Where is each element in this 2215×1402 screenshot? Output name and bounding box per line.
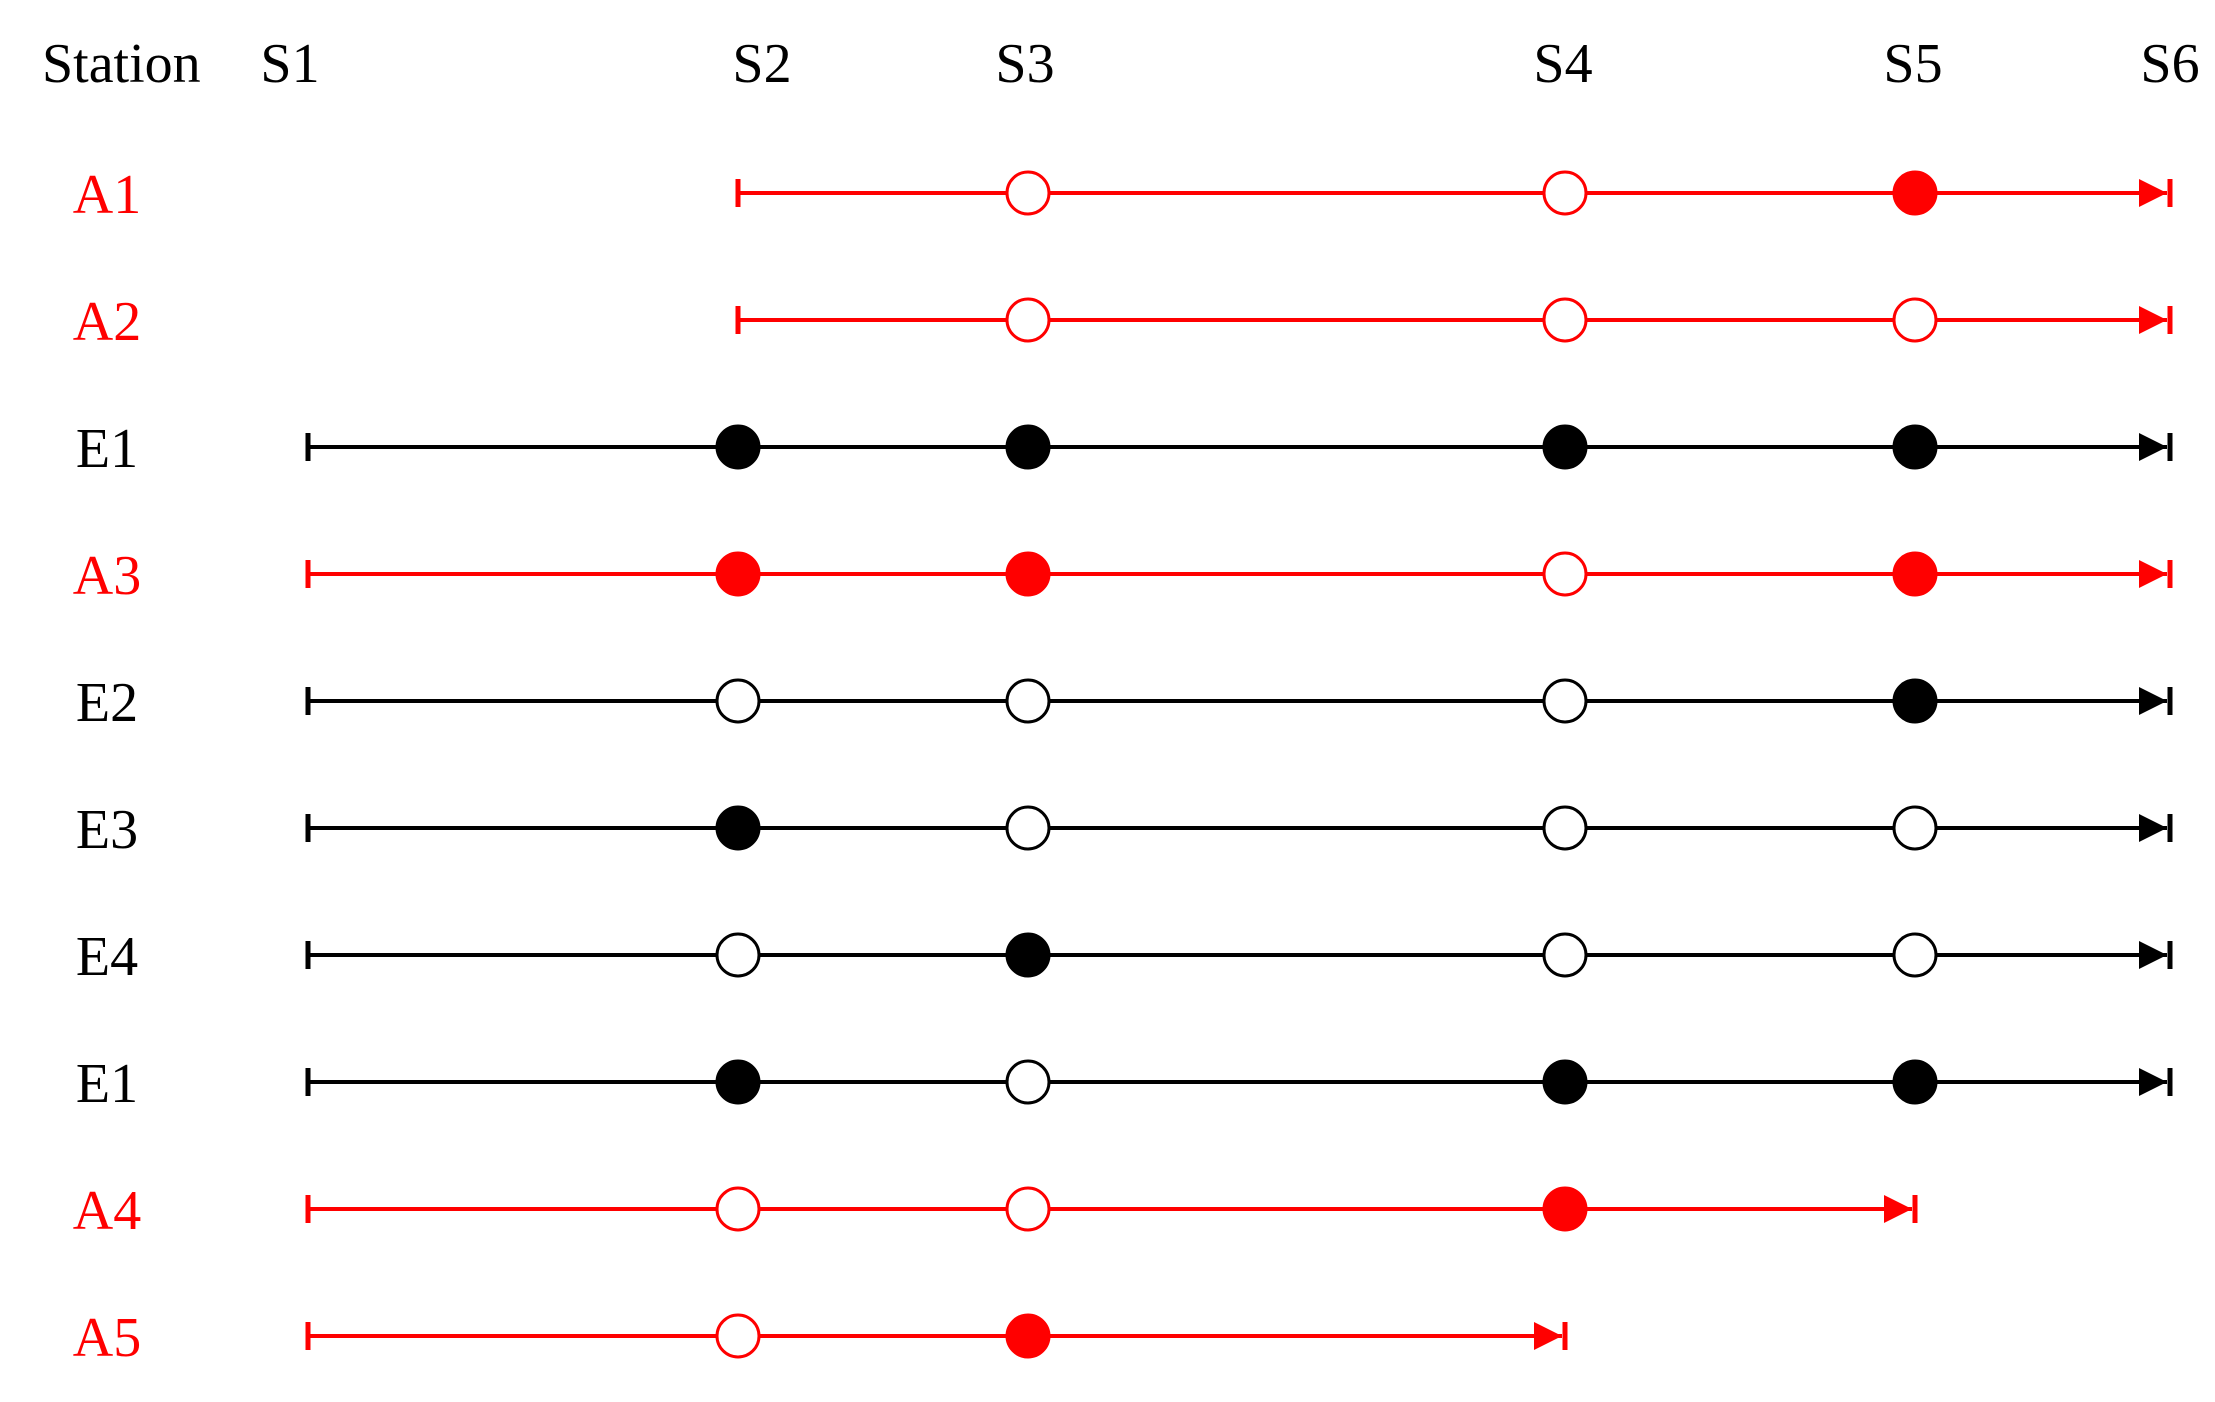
- train-label: A1: [73, 164, 141, 226]
- station-label-s4: S4: [1533, 33, 1592, 95]
- stop-filled: [1542, 1186, 1588, 1232]
- train-label: A2: [73, 291, 141, 353]
- stop-filled: [1892, 551, 1938, 597]
- stop-hollow: [1542, 297, 1588, 343]
- train-row-e2: E2: [76, 672, 2173, 734]
- stop-filled: [1005, 551, 1051, 597]
- stop-filled: [1542, 424, 1588, 470]
- stop-hollow: [1892, 297, 1938, 343]
- train-row-a5: A5: [73, 1307, 1568, 1369]
- train-label: A4: [73, 1180, 141, 1242]
- stop-filled: [715, 805, 761, 851]
- train-row-e3: E3: [76, 799, 2173, 861]
- stop-hollow: [1542, 678, 1588, 724]
- stop-hollow: [1542, 170, 1588, 216]
- stop-hollow: [1005, 1186, 1051, 1232]
- stop-hollow: [715, 1313, 761, 1359]
- stop-filled: [1005, 932, 1051, 978]
- stop-filled: [1892, 170, 1938, 216]
- stop-hollow: [1005, 805, 1051, 851]
- station-labels: S1 S2 S3 S4 S5 S6: [260, 33, 2199, 95]
- stop-hollow: [715, 932, 761, 978]
- train-row-e1: E1: [76, 1053, 2173, 1115]
- train-row-e1: E1: [76, 418, 2173, 480]
- station-label-s1: S1: [260, 33, 319, 95]
- stop-filled: [1892, 1059, 1938, 1105]
- stop-filled: [1005, 1313, 1051, 1359]
- stop-filled: [715, 1059, 761, 1105]
- train-label: E3: [76, 799, 138, 861]
- train-row-a3: A3: [73, 545, 2173, 607]
- stop-hollow: [715, 678, 761, 724]
- station-label-s3: S3: [995, 33, 1054, 95]
- train-label: E1: [76, 1053, 138, 1115]
- station-header-label: Station: [42, 33, 201, 95]
- train-label: A3: [73, 545, 141, 607]
- train-row-a4: A4: [73, 1180, 1918, 1242]
- stop-hollow: [1542, 932, 1588, 978]
- train-label: E1: [76, 418, 138, 480]
- station-label-s6: S6: [2140, 33, 2199, 95]
- train-label: A5: [73, 1307, 141, 1369]
- stop-filled: [1542, 1059, 1588, 1105]
- stop-hollow: [1005, 297, 1051, 343]
- stop-filled: [1892, 678, 1938, 724]
- stop-hollow: [715, 1186, 761, 1232]
- stop-filled: [715, 424, 761, 470]
- stop-filled: [1005, 424, 1051, 470]
- train-row-a1: A1: [73, 164, 2173, 226]
- stop-hollow: [1892, 805, 1938, 851]
- stop-hollow: [1005, 678, 1051, 724]
- stop-hollow: [1542, 805, 1588, 851]
- stop-hollow: [1892, 932, 1938, 978]
- stop-filled: [1892, 424, 1938, 470]
- train-label: E4: [76, 926, 138, 988]
- stop-hollow: [1542, 551, 1588, 597]
- train-row-e4: E4: [76, 926, 2173, 988]
- stop-hollow: [1005, 1059, 1051, 1105]
- station-label-s2: S2: [732, 33, 791, 95]
- stop-filled: [715, 551, 761, 597]
- train-label: E2: [76, 672, 138, 734]
- train-row-a2: A2: [73, 291, 2173, 353]
- stop-hollow: [1005, 170, 1051, 216]
- station-label-s5: S5: [1883, 33, 1942, 95]
